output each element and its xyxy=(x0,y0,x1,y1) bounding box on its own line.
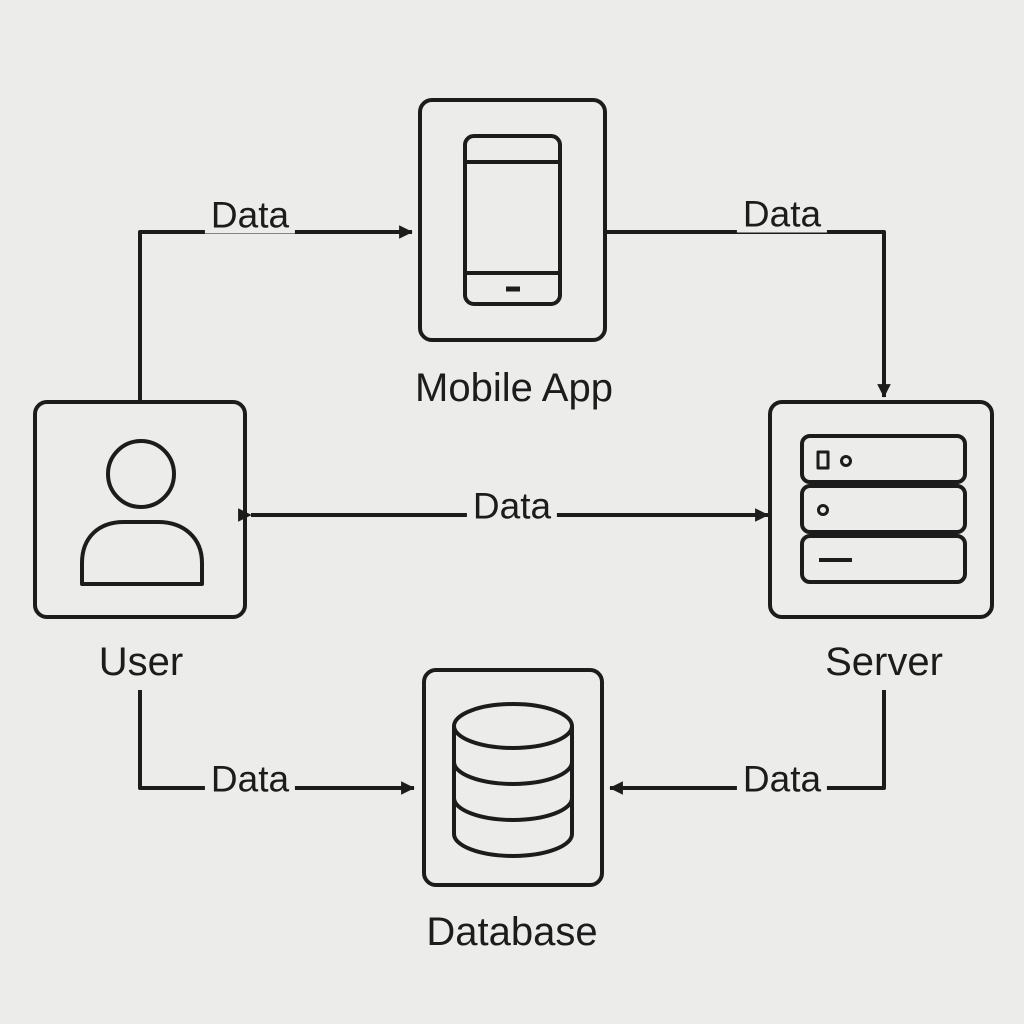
user-label: User xyxy=(98,640,184,684)
mobile-app-label: Mobile App xyxy=(415,366,613,410)
edge-label-user-to-mobile-app: Data xyxy=(204,196,296,234)
user-icon xyxy=(80,439,204,586)
server-node-box xyxy=(768,400,994,619)
server-label: Server xyxy=(825,640,943,684)
edge-label-mobile-app-to-server: Data xyxy=(736,195,828,233)
edge-label-user-server: Data xyxy=(466,487,558,525)
edge-user-to-database xyxy=(138,690,415,795)
edge-label-server-to-database: Data xyxy=(736,760,828,798)
edge-label-user-to-database: Data xyxy=(204,760,296,798)
server-icon xyxy=(800,434,967,584)
database-icon xyxy=(452,702,574,858)
user-node-box xyxy=(33,400,247,619)
database-node-box xyxy=(422,668,604,887)
smartphone-icon xyxy=(463,134,562,306)
edge-mobile-app-to-server xyxy=(606,230,891,398)
mobile-app-node-box xyxy=(418,98,607,342)
database-label: Database xyxy=(426,910,598,954)
edge-server-to-database xyxy=(609,690,886,795)
edge-user-to-mobile-app xyxy=(138,225,413,400)
